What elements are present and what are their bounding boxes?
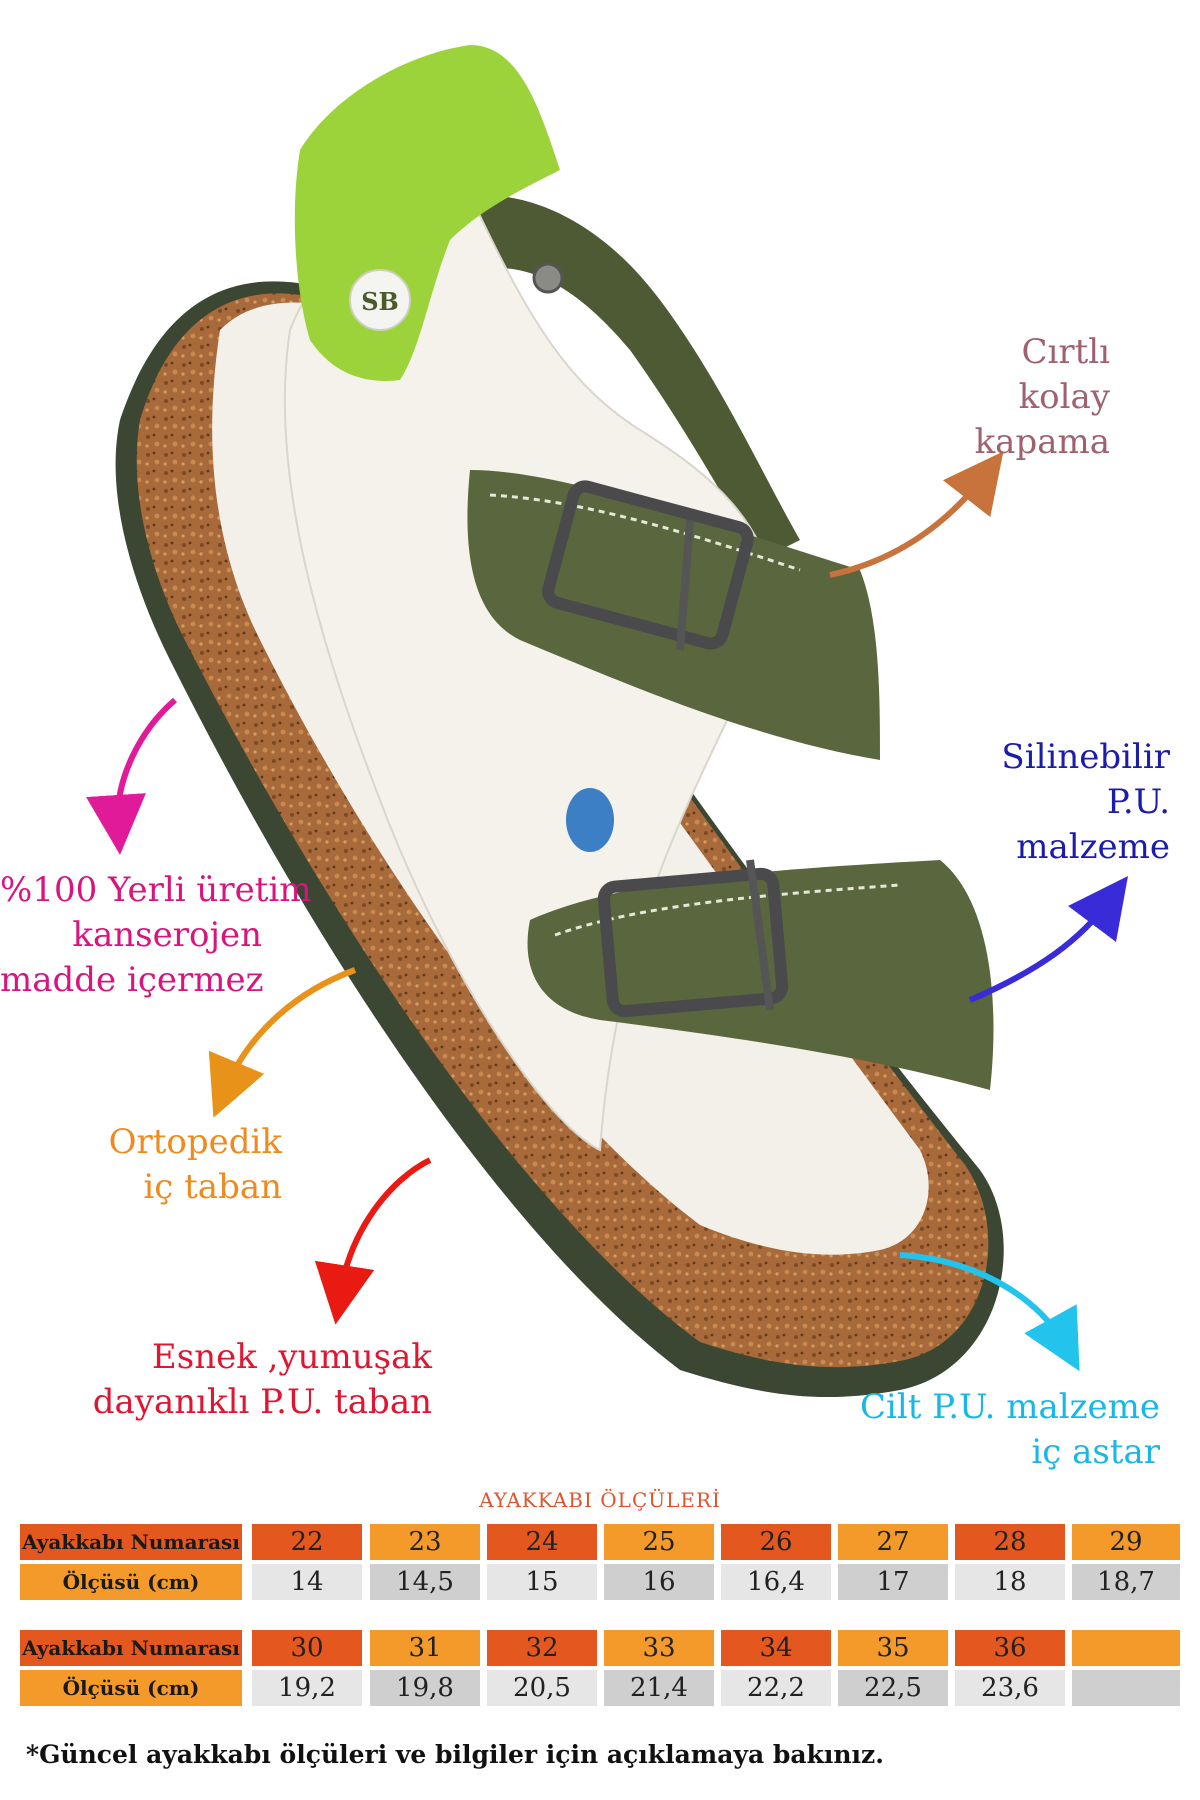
white-upper [283, 191, 782, 1152]
size-cell: 29 [1072, 1524, 1180, 1560]
measure-cell: 16,4 [721, 1564, 831, 1600]
sole-arrow [314, 1157, 432, 1325]
size-cell: 36 [955, 1630, 1065, 1666]
measure-cell: 21,4 [604, 1670, 714, 1706]
size-cell: 22 [252, 1524, 362, 1560]
callout-material-line: P.U. [1106, 782, 1170, 822]
callout-closure-line: kolay [1018, 377, 1110, 417]
material-arrow [968, 876, 1129, 1003]
size-measure-row: Ölçüsü (cm) 14 14,5 15 16 16,4 17 18 18,… [20, 1564, 1180, 1600]
measure-cell-empty [1072, 1670, 1180, 1706]
size-cell: 34 [721, 1630, 831, 1666]
callout-closure-line: Cırtlı [1021, 332, 1110, 372]
size-cell: 28 [955, 1524, 1065, 1560]
size-cell: 32 [487, 1630, 597, 1666]
callout-orthopedic-line: Ortopedik [108, 1122, 282, 1162]
measure-cell: 23,6 [955, 1670, 1065, 1706]
measure-cell: 18 [955, 1564, 1065, 1600]
callout-orthopedic-line: iç taban [143, 1167, 282, 1207]
callout-material: Silinebilir P.U. malzeme [950, 735, 1170, 870]
callout-sole-line: Esnek ,yumuşak [151, 1337, 432, 1377]
measure-cell: 22,2 [721, 1670, 831, 1706]
callout-lining: Cilt P.U. malzeme iç astar [860, 1385, 1160, 1475]
measure-cell: 17 [838, 1564, 948, 1600]
size-cell: 25 [604, 1524, 714, 1560]
callout-lining-line: Cilt P.U. malzeme [860, 1387, 1160, 1427]
measure-cell: 20,5 [487, 1670, 597, 1706]
callout-local-line: kanserojen [72, 915, 262, 955]
heel-strap-olive [440, 194, 800, 560]
callout-material-line: Silinebilir [1001, 737, 1170, 777]
callout-lining-line: iç astar [1031, 1432, 1160, 1472]
closure-arrow [829, 451, 1004, 578]
size-number-row: Ayakkabı Numarası 30 31 32 33 34 35 36 [20, 1630, 1180, 1666]
callout-local-production: %100 Yerli üretim kanserojen madde içerm… [0, 868, 312, 1003]
size-cell: 23 [370, 1524, 480, 1560]
size-cell: 33 [604, 1630, 714, 1666]
callout-local-line: madde içermez [0, 960, 264, 1000]
lining-arrow [899, 1252, 1080, 1372]
number-label: Ayakkabı Numarası [20, 1630, 242, 1666]
lower-buckle-icon [597, 867, 789, 1018]
measure-cell: 14,5 [370, 1564, 480, 1600]
measure-cell: 19,2 [252, 1670, 362, 1706]
product-image-area: SB Cırtlı kolay kapama Silinebilir P.U. … [0, 45, 1170, 1475]
upper-strap [467, 470, 880, 760]
size-cell-empty [1072, 1630, 1180, 1666]
callout-closure: Cırtlı kolay kapama [900, 330, 1110, 465]
measure-cell: 14 [252, 1564, 362, 1600]
size-cell: 31 [370, 1630, 480, 1666]
size-number-row: Ayakkabı Numarası 22 23 24 25 26 27 28 2… [20, 1524, 1180, 1560]
measure-cell: 19,8 [370, 1670, 480, 1706]
callout-sole: Esnek ,yumuşak dayanıklı P.U. taban [30, 1335, 432, 1425]
measure-cell: 16 [604, 1564, 714, 1600]
callout-sole-line: dayanıklı P.U. taban [92, 1382, 432, 1422]
measure-cell: 18,7 [1072, 1564, 1180, 1600]
local-arrow [86, 697, 177, 855]
size-cell: 24 [487, 1524, 597, 1560]
sandal-product-icon: SB [86, 45, 1129, 1398]
callout-closure-line: kapama [974, 422, 1110, 462]
size-cell: 30 [252, 1630, 362, 1666]
brand-mark: SB [361, 287, 399, 316]
size-cell: 26 [721, 1524, 831, 1560]
brand-button-icon [349, 269, 411, 331]
measure-label: Ölçüsü (cm) [20, 1564, 242, 1600]
lower-strap [527, 860, 994, 1090]
callout-local-line: %100 Yerli üretim [0, 870, 312, 910]
size-cell: 35 [838, 1630, 948, 1666]
size-table-title: AYAKKABI ÖLÇÜLERİ [479, 1488, 721, 1512]
callout-orthopedic: Ortopedik iç taban [60, 1120, 282, 1210]
callout-material-line: malzeme [1016, 827, 1170, 867]
number-label: Ayakkabı Numarası [20, 1524, 242, 1560]
measure-cell: 22,5 [838, 1670, 948, 1706]
size-cell: 27 [838, 1524, 948, 1560]
footnote: *Güncel ayakkabı ölçüleri ve bilgiler iç… [26, 1740, 884, 1769]
size-measure-row: Ölçüsü (cm) 19,2 19,8 20,5 21,4 22,2 22,… [20, 1670, 1180, 1706]
measure-label: Ölçüsü (cm) [20, 1670, 242, 1706]
orthopedic-arrow [208, 967, 357, 1118]
measure-cell: 15 [487, 1564, 597, 1600]
upper-buckle-icon [542, 480, 754, 650]
cartoon-print-icon [566, 788, 614, 852]
rivet-icon [532, 262, 564, 294]
